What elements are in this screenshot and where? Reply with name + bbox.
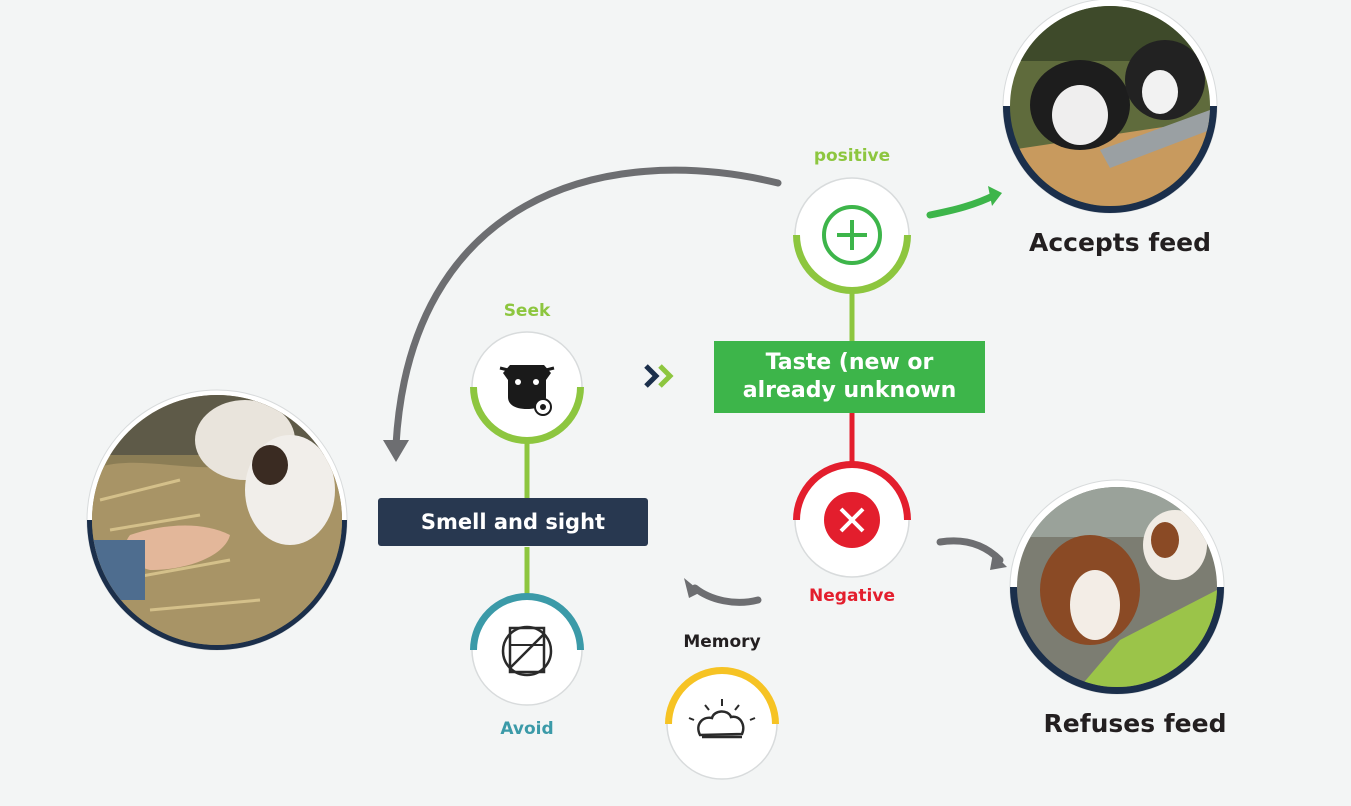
positive-node bbox=[793, 177, 911, 294]
smell-box-bg bbox=[378, 498, 648, 546]
avoid-node bbox=[470, 593, 584, 706]
taste-label-line1: Taste (new or bbox=[765, 350, 934, 375]
taste-box-bg bbox=[714, 341, 985, 413]
loop-back-arrowhead bbox=[383, 440, 409, 462]
plus-circle-icon bbox=[822, 205, 882, 265]
accept-arrowhead bbox=[988, 186, 1002, 206]
avoid-label: Avoid bbox=[500, 719, 554, 739]
seek-label: Seek bbox=[503, 301, 551, 321]
refuse-arrowhead bbox=[990, 553, 1007, 570]
negative-label: Negative bbox=[809, 586, 895, 606]
smell-sight-box: Smell and sight bbox=[378, 498, 648, 546]
feeding-hand-photo bbox=[86, 389, 348, 651]
accepts-feed-photo bbox=[1002, 0, 1218, 214]
memory-label: Memory bbox=[683, 632, 761, 652]
brain-icon bbox=[688, 699, 756, 739]
seek-node bbox=[470, 331, 584, 444]
taste-box: Taste (new or already unknown bbox=[714, 341, 985, 413]
taste-label-line2: already unknown bbox=[742, 378, 957, 403]
accept-arrow bbox=[926, 191, 999, 219]
memory-arrowhead bbox=[684, 578, 701, 598]
loop-back-arrow bbox=[392, 166, 782, 449]
refuses-feed-label: Refuses feed bbox=[1043, 709, 1227, 738]
negative-node bbox=[793, 461, 911, 578]
cow-gear-icon bbox=[499, 365, 555, 416]
memory-node bbox=[665, 667, 779, 780]
smell-sight-label: Smell and sight bbox=[420, 510, 606, 534]
accepts-feed-label: Accepts feed bbox=[1028, 228, 1212, 257]
no-feed-icon bbox=[501, 625, 553, 677]
double-chevron-right-icon bbox=[644, 364, 674, 388]
positive-label: positive bbox=[813, 146, 891, 166]
x-circle-icon bbox=[824, 492, 880, 548]
refuses-feed-photo bbox=[1009, 479, 1225, 695]
